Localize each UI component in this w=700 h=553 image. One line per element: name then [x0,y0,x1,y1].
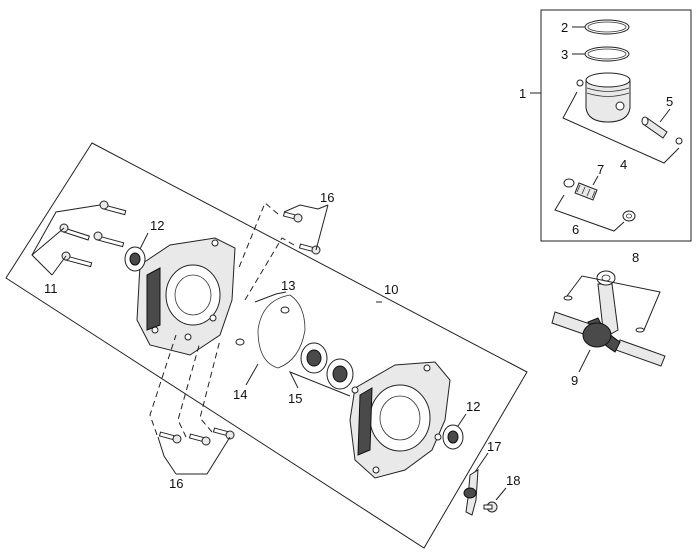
screw-11-a [99,200,127,216]
callout-7: 7 [597,162,604,177]
crankcase-left-half [136,237,236,356]
screw-11-d [61,251,93,268]
callout-16-upper: 16 [320,190,334,205]
dowel-pin-lower [235,338,245,346]
leader-9 [578,349,591,373]
circlip-right [675,137,683,145]
screw-16-lower-b [188,433,211,446]
callout-11: 11 [44,281,58,296]
crankcase-group-frame [5,142,528,549]
oil-seal-left [124,246,146,272]
leader-18 [495,487,507,501]
leader-12b [457,413,467,427]
leader-11c [51,255,67,276]
callout-1: 1 [519,86,526,101]
callout-12-upper: 12 [150,218,164,233]
screw-11-c [93,231,125,248]
callout-10: 10 [384,282,398,297]
leader-15 [288,371,351,397]
callout-6: 6 [572,222,579,237]
leader-16a [283,204,329,213]
piston [585,72,631,123]
piston-ring-lower [584,46,630,62]
callout-14: 14 [233,387,247,402]
screw-16-lower-c [212,427,235,440]
crankshaft [551,270,666,367]
leader-4 [562,91,680,164]
assembly-line-lower-c [199,339,221,433]
ball-bearing-right [326,358,354,390]
leader-5 [659,108,671,123]
oil-seal-right [442,424,464,450]
assembly-line-upper-a [237,202,279,271]
leader-13 [254,291,287,303]
assembly-line-upper-b [244,237,295,301]
callout-18: 18 [506,473,520,488]
piston-kit-frame [540,9,692,242]
leader-11b [31,227,65,256]
callout-16-lower: 16 [169,476,183,491]
screw-11-b [59,223,90,241]
circlip-left [576,79,584,87]
needle-bearing [563,178,598,201]
callout-8: 8 [632,250,639,265]
crankcase-gasket [257,294,306,369]
callout-5: 5 [666,94,673,109]
assembly-line-lower-b [177,341,201,438]
callout-15: 15 [288,391,302,406]
callout-4: 4 [620,157,627,172]
ball-bearing-left [300,342,328,374]
crank-pin-left [563,295,573,301]
bracket-screw [483,501,498,513]
piston-ring-upper [584,19,630,35]
screw-16-upper-a [282,211,303,223]
leader-17 [474,452,489,473]
thrust-washer [622,210,636,222]
bracket [463,469,479,516]
leader-8 [566,275,661,331]
callout-17: 17 [487,439,501,454]
callout-3: 3 [561,47,568,62]
callout-9: 9 [571,373,578,388]
dowel-pin-upper [280,306,290,314]
leader-14 [245,363,259,386]
screw-16-lower-a [158,431,182,444]
assembly-line-lower-a [149,334,177,436]
leader-6 [554,194,625,232]
callout-12-lower: 12 [466,399,480,414]
callout-13: 13 [281,278,295,293]
piston-pin [641,116,668,139]
leader-16a2 [315,204,329,251]
leader-7 [592,175,599,186]
callout-2: 2 [561,20,568,35]
leader-11 [31,204,101,276]
crank-pin-right [635,327,645,333]
leader-16b [157,436,177,475]
crankcase-right-half [349,361,451,479]
leader-12a [139,232,149,250]
leader-16c [176,436,231,475]
